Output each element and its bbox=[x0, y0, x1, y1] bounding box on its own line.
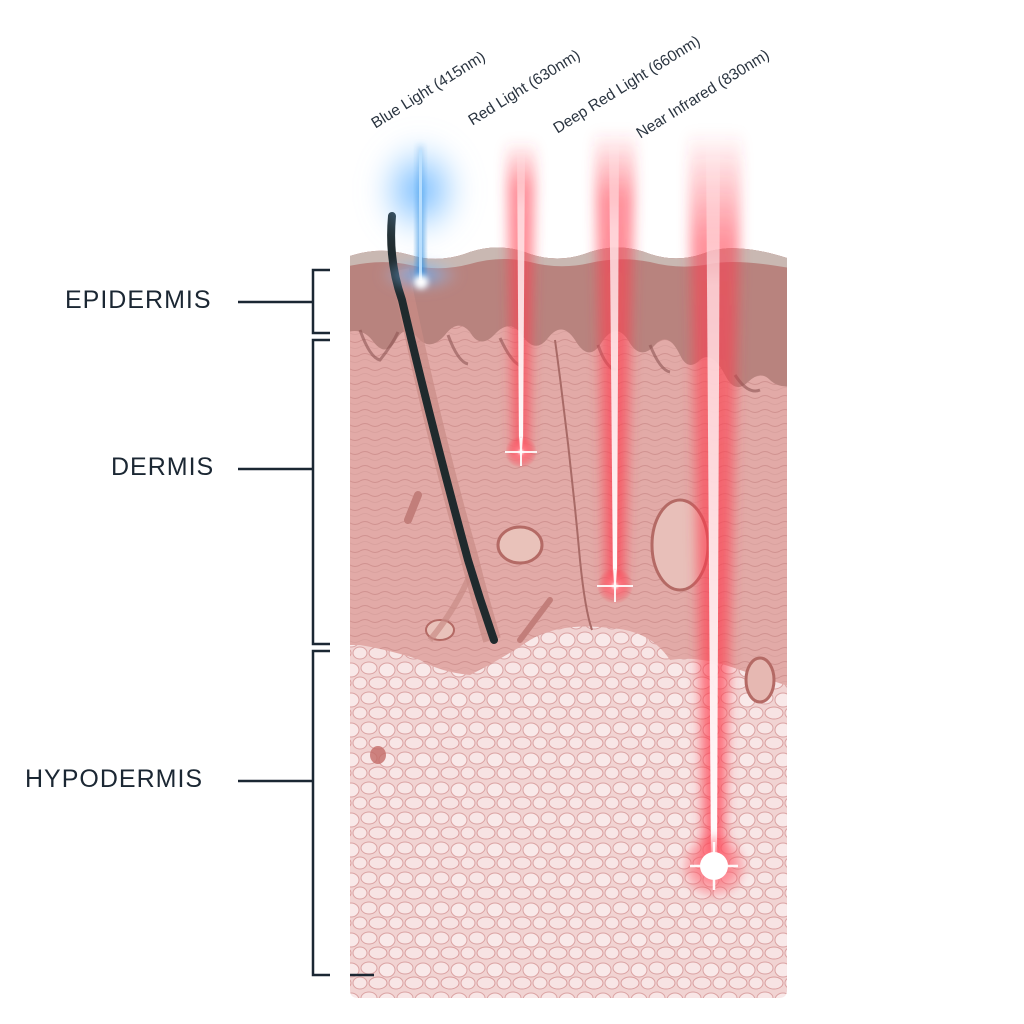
hypodermis-bracket bbox=[238, 649, 374, 977]
epidermis-label: EPIDERMIS bbox=[65, 286, 212, 314]
epidermis-bracket bbox=[238, 268, 330, 335]
hypodermis-label: HYPODERMIS bbox=[25, 765, 204, 793]
dermis-bracket bbox=[238, 338, 330, 646]
dermis-label: DERMIS bbox=[111, 453, 215, 481]
red-light-beam bbox=[505, 140, 537, 468]
blue-light-beam bbox=[372, 135, 468, 291]
deep-red-light-beam bbox=[594, 130, 636, 604]
near-infrared-beam bbox=[680, 130, 748, 900]
layer-brackets bbox=[238, 268, 374, 977]
